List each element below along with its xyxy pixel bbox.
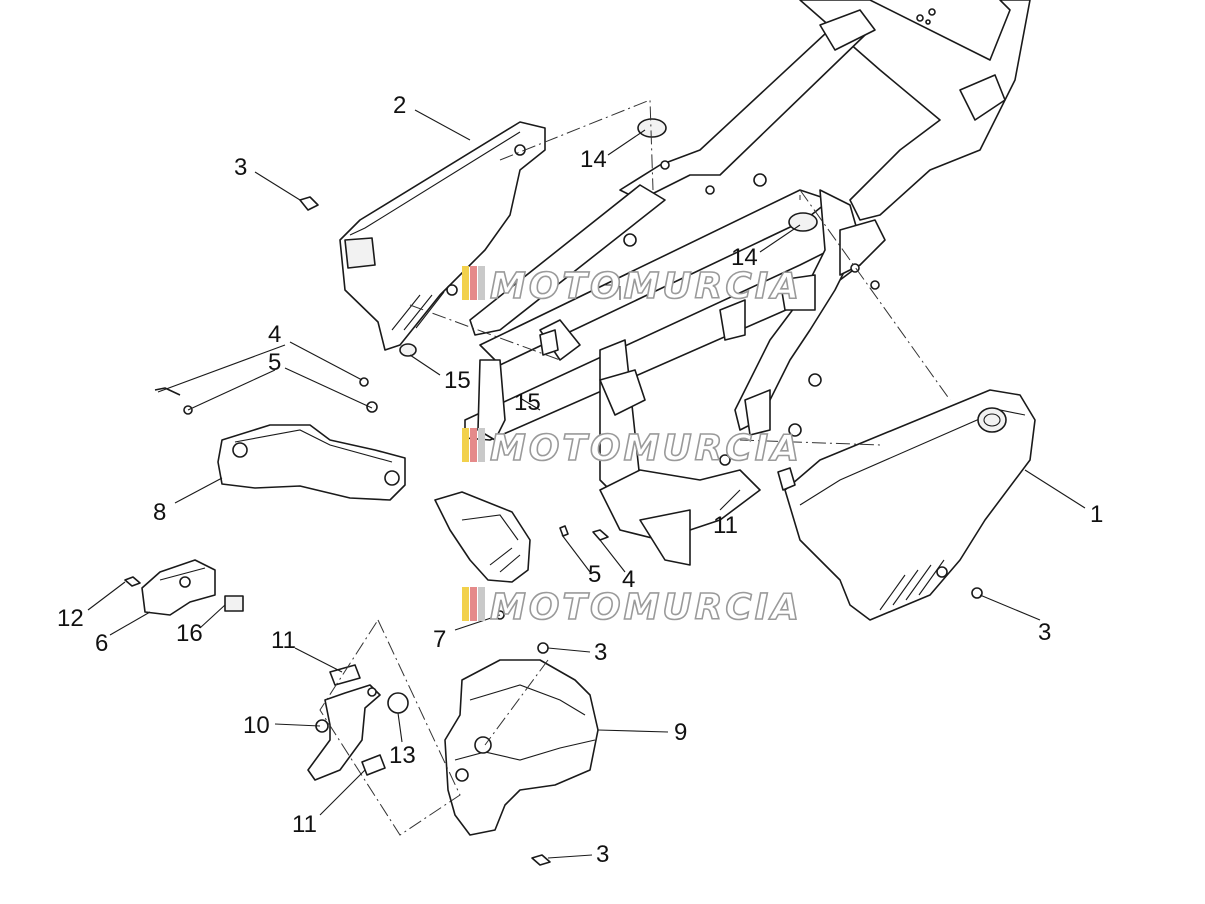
callout-7: 7 (433, 626, 446, 653)
bracket-6 (141, 559, 216, 616)
callout-6: 6 (95, 630, 108, 657)
callout-16: 16 (176, 620, 203, 647)
callout-labels: 1 2 3 3 3 3 4 4 5 5 6 7 8 9 10 11 11 11 … (57, 92, 1103, 868)
callout-3: 3 (594, 639, 607, 666)
callout-9: 9 (674, 719, 687, 746)
callout-15: 15 (444, 367, 471, 394)
callout-11: 11 (292, 811, 317, 838)
callout-4: 4 (268, 321, 281, 348)
callout-14: 14 (580, 146, 607, 173)
callout-3: 3 (596, 841, 609, 868)
watermark-text: MOTOMURCIA (490, 428, 802, 469)
frame (464, 0, 1031, 566)
callout-12: 12 (57, 605, 84, 632)
callout-14: 14 (731, 244, 758, 271)
watermark-middle: MOTOMURCIA (462, 427, 802, 470)
side-cover-left (339, 121, 546, 351)
callout-3: 3 (1038, 619, 1051, 646)
callout-5: 5 (588, 561, 601, 588)
bracket-10 (307, 684, 381, 781)
callout-11: 11 (713, 512, 738, 539)
watermark-bottom: MOTOMURCIA (462, 586, 802, 629)
callout-13: 13 (389, 742, 416, 769)
watermark-text: MOTOMURCIA (490, 266, 802, 307)
cover-7 (434, 491, 531, 620)
side-cover-right (784, 389, 1036, 621)
watermark-text: MOTOMURCIA (490, 587, 802, 628)
watermark-top: MOTOMURCIA (462, 265, 802, 308)
callout-15: 15 (514, 389, 541, 416)
callout-3: 3 (234, 154, 247, 181)
callout-10: 10 (243, 712, 270, 739)
callout-2: 2 (393, 92, 406, 119)
fasteners (124, 118, 983, 866)
cover-9 (444, 659, 599, 836)
cover-8 (217, 424, 406, 501)
callout-1: 1 (1090, 501, 1103, 528)
clip-nut-lower (361, 754, 386, 776)
pad-16 (224, 595, 244, 612)
leader-lines (87, 109, 1086, 859)
callout-8: 8 (153, 499, 166, 526)
callout-5: 5 (268, 349, 281, 376)
grommet-13 (387, 692, 409, 714)
callout-4: 4 (622, 566, 635, 593)
assembly-lines (319, 99, 951, 836)
callout-11: 11 (271, 627, 296, 654)
